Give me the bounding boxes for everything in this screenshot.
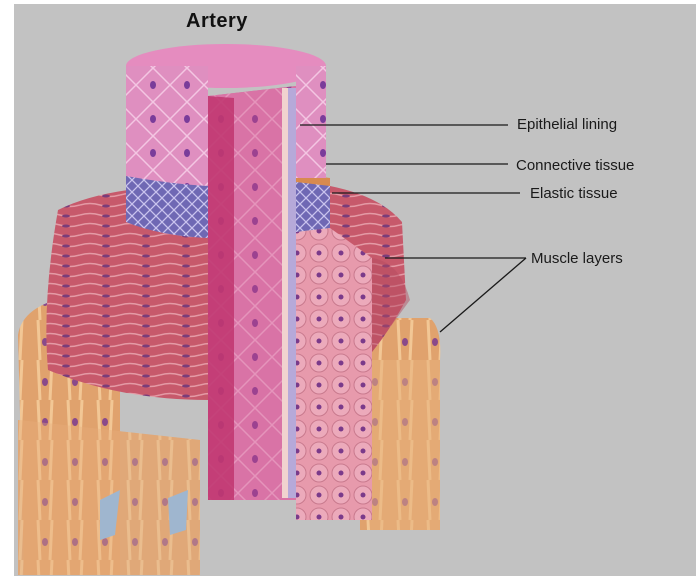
label-epithelial-lining: Epithelial lining — [517, 116, 617, 133]
muscle-leader-2 — [440, 258, 526, 332]
label-elastic-tissue: Elastic tissue — [530, 185, 618, 202]
label-muscle-layers: Muscle layers — [531, 250, 623, 267]
diagram-title: Artery — [186, 10, 248, 33]
label-connective-tissue: Connective tissue — [516, 157, 634, 174]
